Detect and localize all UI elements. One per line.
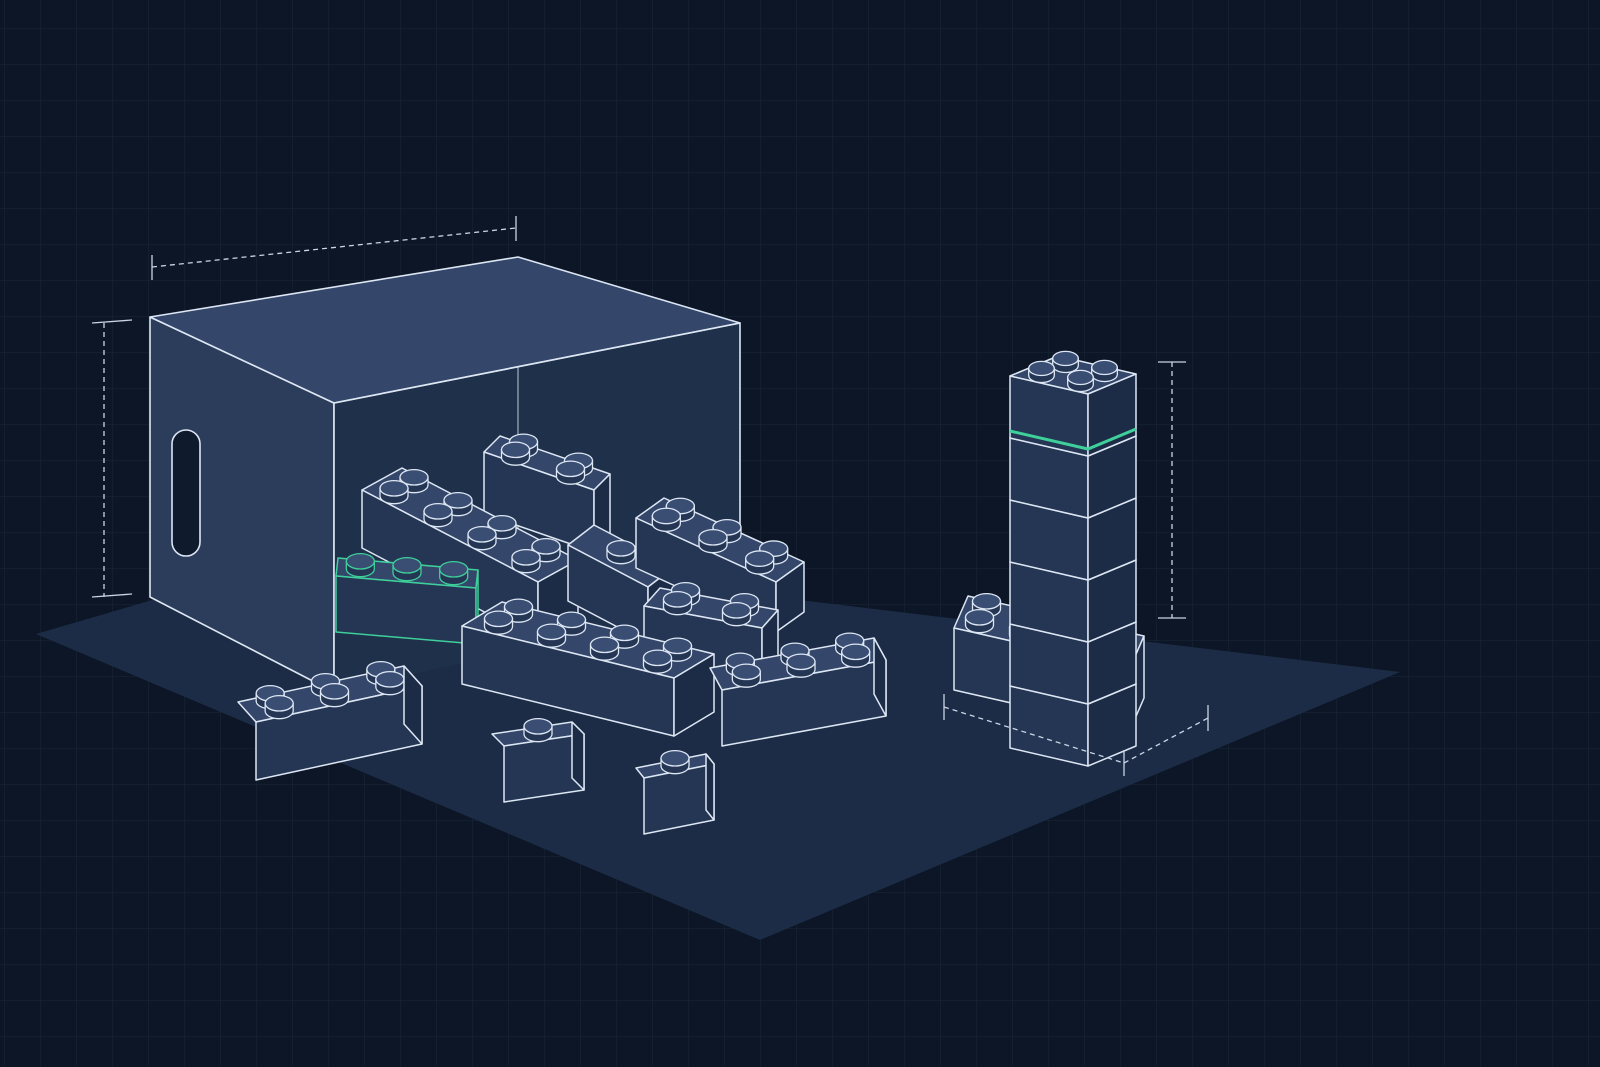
brick-stud (745, 550, 775, 575)
toy-brick-icon (237, 660, 423, 781)
brick-stud (1028, 360, 1055, 384)
brick-stud (651, 507, 681, 532)
brick-stud (642, 649, 673, 674)
brick-stud (467, 525, 497, 551)
toy-brick-icon (635, 749, 715, 835)
brick-stud (264, 694, 294, 720)
toy-brick-icon (335, 552, 479, 645)
brick-stud (536, 623, 567, 648)
brick-stud (439, 560, 469, 586)
brick-stud (606, 539, 636, 565)
brick-stud (483, 610, 514, 635)
brick-stud (555, 460, 586, 485)
brick-stud (523, 717, 553, 743)
loose-bricks (237, 497, 887, 835)
toy-brick-icon (461, 598, 715, 737)
brick-stud (786, 653, 816, 678)
brick-stud (841, 643, 871, 668)
brick-stud (698, 528, 728, 554)
brick-tower-icon (953, 350, 1145, 767)
brick-stud (1052, 350, 1079, 374)
brick-stud (511, 548, 541, 574)
toy-brick-icon (1009, 350, 1137, 457)
brick-stud (660, 749, 690, 775)
accent-seam-icon (1009, 427, 1137, 451)
brick-stud (731, 663, 761, 688)
box-handle-icon (171, 429, 201, 557)
brick-stud (721, 601, 752, 627)
brick-stud (392, 556, 422, 582)
brick-stud (964, 608, 995, 634)
toy-brick-icon (491, 717, 585, 803)
dimension-line-icon (91, 216, 1209, 776)
toy-brick-icon (709, 632, 887, 747)
brick-stud (500, 441, 531, 466)
brick-stud (375, 670, 405, 696)
brick-stud (319, 682, 350, 708)
brick-stud (379, 479, 409, 505)
brick-stud (1091, 359, 1118, 383)
brick-stud (662, 590, 693, 616)
brick-stud (423, 502, 453, 528)
toy-brick-icon (483, 433, 611, 553)
brick-stud (1067, 369, 1094, 393)
brick-stud (589, 636, 620, 661)
brick-stud (345, 552, 375, 578)
